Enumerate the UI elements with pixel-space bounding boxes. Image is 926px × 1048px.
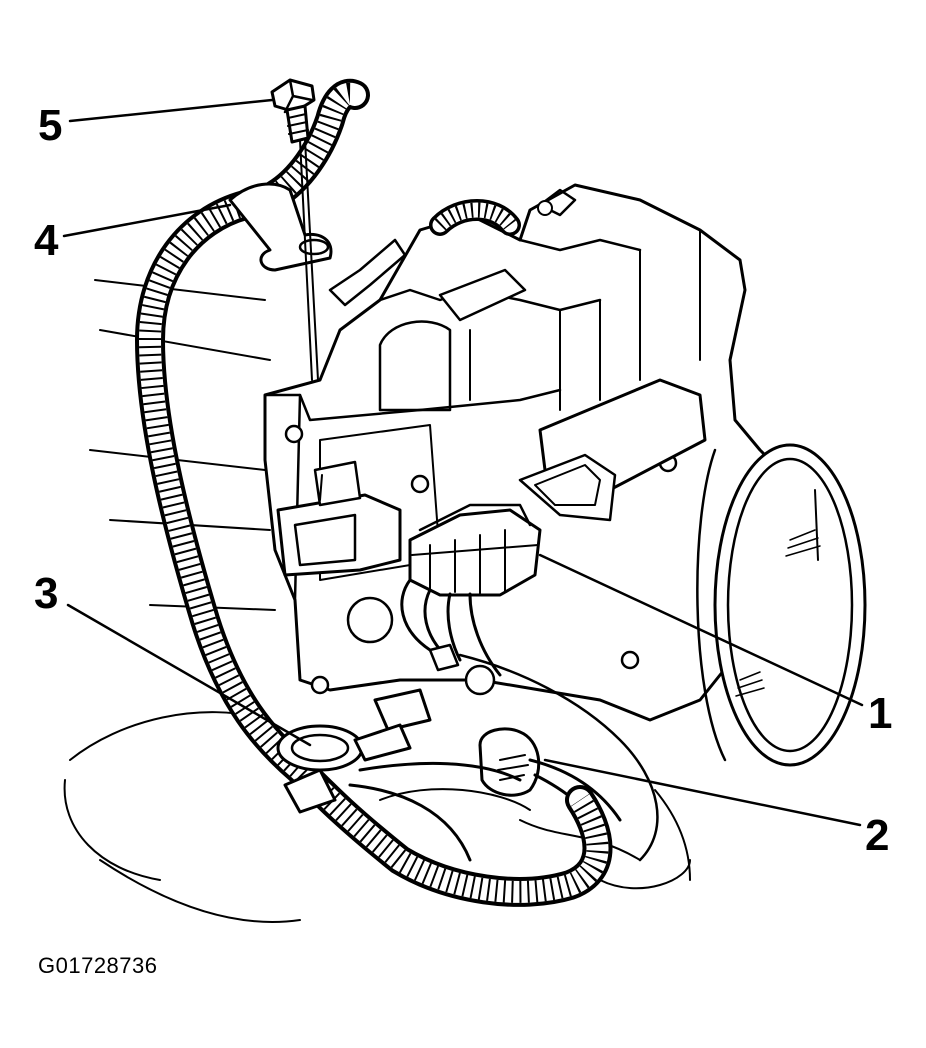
mounting-bolt — [270, 78, 319, 381]
callout-label-4: 4 — [34, 216, 59, 265]
leader-3 — [66, 603, 312, 747]
leader-4 — [62, 203, 232, 238]
callout-label-5: 5 — [38, 101, 62, 150]
leader-2 — [543, 758, 862, 827]
throttle-inlet-bore — [696, 443, 867, 767]
callout-leaders — [62, 98, 864, 827]
throttle-body-housing — [263, 183, 782, 722]
callout-label-2: 2 — [865, 811, 889, 860]
leader-5 — [68, 98, 274, 123]
left-sensor-connector — [276, 460, 402, 577]
harness-clip — [276, 723, 412, 814]
harness-bracket — [228, 182, 333, 272]
harness-connector — [400, 503, 542, 677]
callout-label-3: 3 — [34, 569, 58, 618]
leader-1 — [538, 553, 864, 707]
air-temperature-sensor — [373, 653, 659, 862]
figure-id-label: G01728736 — [38, 953, 158, 978]
sensor-connector-housing — [518, 378, 707, 522]
callout-label-1: 1 — [868, 689, 892, 738]
